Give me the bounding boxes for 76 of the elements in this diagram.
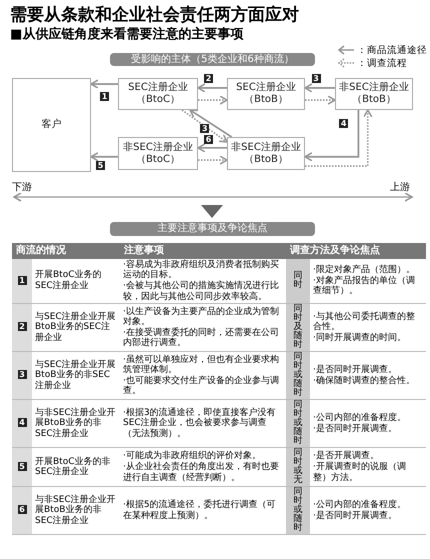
bullet-text: ·是否同时开展调查。 xyxy=(313,365,398,376)
banner-label: 受影响的主体（5类企业和6种商流） xyxy=(110,53,315,66)
banner-label: 主要注意事项及争论焦点 xyxy=(110,222,315,236)
axis-label: 上游 xyxy=(390,180,410,194)
bullet-text: ·从企业社会责任的角度出发，有时也要进行自主调查（经营判断）。 xyxy=(123,462,280,484)
bullet-text: ·以生产设备为主要产品的企业成为管制对象。 xyxy=(123,306,280,328)
column-header: 商流的情况 xyxy=(12,243,120,259)
column-header: 注意事项 xyxy=(120,243,286,259)
column-header: 调查方法及争论焦点 xyxy=(286,243,426,259)
dotted-arrow xyxy=(198,95,228,105)
edge-label: 3 xyxy=(200,124,210,132)
bullet-text: ·与其他公司委托调查的整合性。 xyxy=(313,312,416,332)
edge-label: 1 xyxy=(100,92,109,102)
bullet-text: ·公司内部的准备程度。 xyxy=(313,413,407,424)
dotted-arrow xyxy=(305,95,336,105)
row-label: 与SEC注册企业开展BtoB业务的非SEC注册企业 xyxy=(32,352,120,400)
company-box: 非SEC注册企业（BtoC） xyxy=(118,137,198,170)
row-number: 4 xyxy=(18,418,26,428)
bullet-text: ·确保随时调查的整合性。 xyxy=(313,376,416,386)
vertical-text: 同时或随时 xyxy=(293,353,303,398)
arrow xyxy=(189,109,232,138)
row-label: 与非SEC注册企业开展BtoB业务的非SEC注册企业 xyxy=(32,400,120,448)
vertical-text: 同时或随时 xyxy=(293,401,303,446)
company-box: SEC注册企业（BtoC） xyxy=(118,78,198,110)
bullet-text: ·根据3的流通途径，即使直接客户没有SEC注册企业，也会被要求参与调查（无法预测）。 xyxy=(123,408,277,440)
vertical-text: 同时或随时 xyxy=(293,488,303,534)
arrow xyxy=(304,83,335,93)
bullet-text: ·是否同时开展调查。 xyxy=(313,424,398,434)
edge-label: 5 xyxy=(96,160,105,170)
legend-text: ：调查流程 xyxy=(357,57,407,70)
axis-label: 下游 xyxy=(12,181,32,194)
bullet-text: ·根据5的流通途径，委托进行调查（可在某种程度上预测）。 xyxy=(123,500,277,522)
row-label: 与非SEC注册企业开展BtoB业务的非SEC注册企业 xyxy=(32,486,120,535)
title-heading: 需要从条款和企业社会责任两方面应对 xyxy=(10,4,299,26)
arrow xyxy=(304,110,360,162)
dotted-arrow xyxy=(198,155,228,165)
company-box: 非SEC注册企业（BtoB） xyxy=(227,137,305,170)
subtitle-heading: ■从供应链角度来看需要注意的主要事项 xyxy=(10,26,244,43)
bullet-text: ·同时开展调查的时间。 xyxy=(313,333,407,344)
bullet-text: ·公司内部的准备程度。 xyxy=(313,500,407,510)
row-number: 5 xyxy=(18,462,26,471)
arrow xyxy=(197,143,227,153)
arrow xyxy=(197,83,227,93)
row-label: 开展BtoC业务的SEC注册企业 xyxy=(32,258,120,304)
legend-text: ：商品流通途径 xyxy=(357,44,427,57)
vertical-text: 同时 xyxy=(293,272,303,290)
bullet-text: ·也可能要求交付生产设备的企业参与调查。 xyxy=(123,376,280,397)
bullet-text: ·是否开展调查。 xyxy=(313,451,380,462)
row-number: 6 xyxy=(18,505,26,514)
edge-label: 6 xyxy=(204,134,213,144)
edge-label: 3 xyxy=(312,74,320,83)
edge-label: 2 xyxy=(204,74,213,83)
bullet-text: ·是否同时开展调查。 xyxy=(313,510,398,522)
bullet-text: ·开展调查时的说服（调整）方法。 xyxy=(313,462,407,484)
customer-box: 客户 xyxy=(12,78,91,172)
dotted-arrow xyxy=(182,109,228,143)
arrow xyxy=(90,152,118,162)
row-label: 与SEC注册企业开展BtoB业务的SEC注册企业 xyxy=(32,304,120,352)
bullet-text: ·对象产品报告的单位（调查细节）。 xyxy=(313,276,416,297)
edge-label: 4 xyxy=(339,119,348,128)
row-number: 3 xyxy=(18,370,26,380)
company-box: 非SEC注册企业（BtoB） xyxy=(335,78,413,110)
row-label: 开展BtoC业务的非SEC注册企业 xyxy=(32,448,120,487)
bullet-text: ·可能成为非政府组织的评价对象。 xyxy=(123,451,262,462)
vertical-text: 同时及随时 xyxy=(293,305,303,350)
bullet-text: ·在接受调查委托的同时，还需要在公司内部进行调查。 xyxy=(123,328,280,349)
arrow xyxy=(90,79,118,89)
bullet-text: ·会被与其他公司的措施实施情况进行比较，因此与其他公司同步效率较高。 xyxy=(123,281,280,302)
bullet-text: ·虽然可以单独应对，但也有企业要求构筑管理体制。 xyxy=(123,354,280,376)
bullet-text: ·限定对象产品（范围）。 xyxy=(313,265,416,276)
bullet-text: ·容易成为非政府组织及消费者抵制购买运动的目标。 xyxy=(123,260,280,280)
vertical-text: 同时或无 xyxy=(293,449,303,486)
company-box: SEC注册企业（BtoB） xyxy=(227,78,305,110)
row-number: 1 xyxy=(18,276,26,285)
dotted-arrow xyxy=(305,109,373,167)
row-number: 2 xyxy=(18,322,26,332)
